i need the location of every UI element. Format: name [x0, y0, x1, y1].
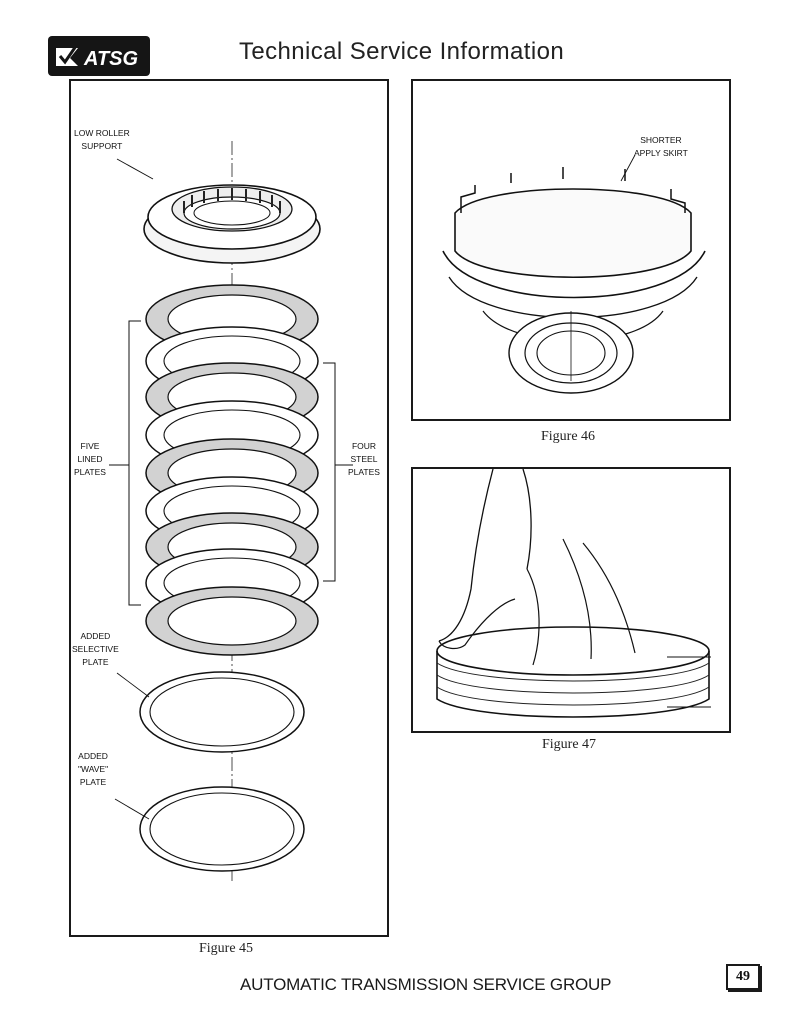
- page-title: Technical Service Information: [239, 38, 565, 65]
- wave-plate-drawing: [139, 786, 305, 872]
- hand-checking-clutch-stack-illustration: [436, 469, 711, 718]
- figure-45-caption: Figure 45: [199, 941, 254, 956]
- figure-46-caption: Figure 46: [541, 429, 596, 444]
- figure-47: [411, 467, 731, 733]
- apply-piston-skirt-illustration: [442, 154, 706, 394]
- logo-text: ATSG: [83, 48, 138, 70]
- clutch-pack-exploded-illustration: [109, 141, 353, 881]
- figure-46: [411, 79, 731, 421]
- label-four-steel-plates: FOUR STEEL PLATES: [348, 441, 380, 477]
- figure-45: [69, 79, 389, 937]
- label-shorter-apply-skirt: SHORTER APPLY SKIRT: [634, 135, 688, 158]
- label-added-selective-plate: ADDED SELECTIVE PLATE: [72, 631, 119, 667]
- page-number: 49: [726, 964, 760, 990]
- label-low-roller-support: LOW ROLLER SUPPORT: [74, 128, 130, 151]
- label-five-lined-plates: FIVE LINED PLATES: [74, 441, 106, 477]
- label-added-wave-plate: ADDED "WAVE" PLATE: [78, 751, 109, 787]
- selective-plate-drawing: [139, 671, 305, 753]
- lined-and-steel-plate-stack: [145, 284, 319, 656]
- footer-organization: AUTOMATIC TRANSMISSION SERVICE GROUP: [240, 975, 612, 994]
- low-roller-support-drawing: [143, 184, 321, 264]
- figure-47-caption: Figure 47: [542, 737, 597, 752]
- atsg-logo: ATSG: [48, 36, 150, 76]
